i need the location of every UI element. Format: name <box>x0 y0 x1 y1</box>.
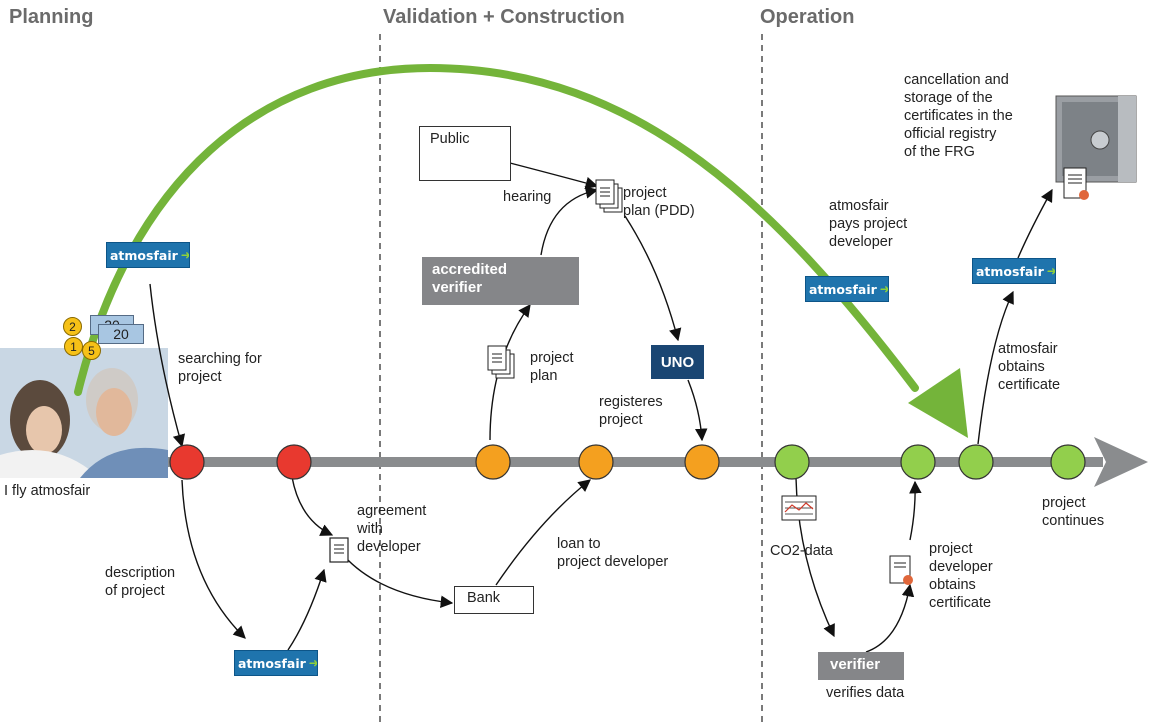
phase-validation-construction: Validation + Construction <box>383 6 625 28</box>
atmosfair-logo: atmosfair➜ <box>234 650 318 676</box>
milestone-green-4 <box>1050 444 1086 480</box>
data-chart-icon <box>781 495 817 521</box>
milestone-green-2 <box>900 444 936 480</box>
phase-operation: Operation <box>760 6 855 28</box>
stacked-documents-icon <box>595 179 623 213</box>
uno-box: UNO <box>651 345 704 379</box>
accredited-verifier-label: verifier <box>432 279 483 296</box>
accredited-verifier-box: accredited verifier <box>422 257 579 305</box>
co2-data-label: CO2-data <box>770 543 833 559</box>
milestones <box>169 444 1086 480</box>
atmosfair-green-arrowhead <box>908 368 968 438</box>
verifies-data-label: verifies data <box>826 685 905 701</box>
hearing-label: hearing <box>503 189 552 205</box>
milestone-green-1 <box>774 444 810 480</box>
milestone-red-2 <box>276 444 312 480</box>
money-note: 20 <box>98 324 144 344</box>
stacked-documents-icon <box>487 345 515 379</box>
money-coin: 1 <box>64 337 83 356</box>
timeline-arrow <box>168 437 1148 487</box>
certificate-icon <box>889 555 913 585</box>
milestone-orange-3 <box>684 444 720 480</box>
money-coin: 5 <box>82 341 101 360</box>
document-icon <box>329 537 349 563</box>
milestone-red-1 <box>169 444 205 480</box>
phase-planning: Planning <box>9 6 94 28</box>
atmosfair-logo: atmosfair➜ <box>972 258 1056 284</box>
bank-box: Bank <box>454 586 534 614</box>
money-coin: 2 <box>63 317 82 336</box>
milestone-orange-1 <box>475 444 511 480</box>
milestone-green-3 <box>958 444 994 480</box>
accredited-verifier-label: accredited <box>432 261 508 278</box>
atmosfair-green-arrow <box>74 63 919 396</box>
i-fly-label: I fly atmosfair <box>4 483 91 499</box>
verifier-box: verifier <box>818 652 904 680</box>
atmosfair-logo: atmosfair➜ <box>805 276 889 302</box>
milestone-orange-2 <box>578 444 614 480</box>
atmosfair-logo: atmosfair➜ <box>106 242 190 268</box>
public-box: Public <box>419 126 511 181</box>
certificate-icon <box>1063 167 1089 200</box>
